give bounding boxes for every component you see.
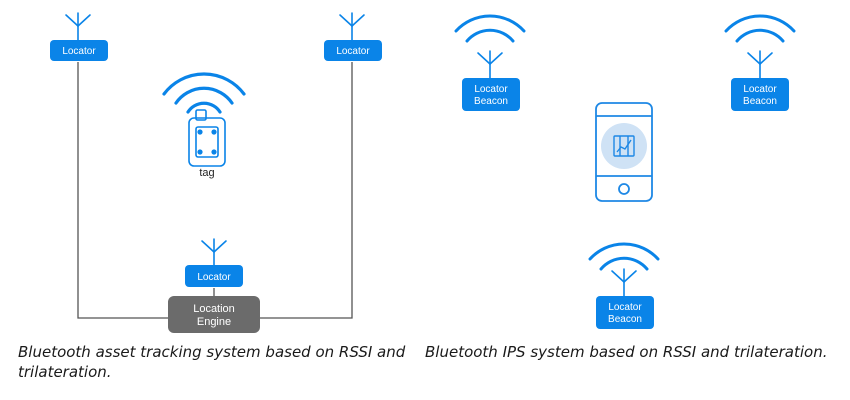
locator-box	[185, 265, 243, 287]
locator-beacon-top-right: Locator Beacon	[724, 14, 796, 111]
locator-beacon-top-left: Locator Beacon	[454, 14, 526, 111]
caption-ips: Bluetooth IPS system based on RSSI and t…	[425, 343, 828, 361]
location-engine: Location Engine	[168, 296, 260, 333]
asset-tracking-diagram: Locator Locator	[50, 12, 382, 333]
wifi-signal-icon	[454, 14, 526, 43]
wire-right	[260, 62, 353, 319]
wifi-signal-icon	[162, 72, 246, 114]
map-icon	[613, 135, 635, 157]
beacon-box	[462, 78, 520, 111]
antenna-icon	[201, 238, 227, 266]
screen-disc	[601, 123, 647, 169]
location-engine-label-line1: Location	[193, 303, 235, 315]
asset-tag-icon	[188, 109, 226, 167]
locator-box	[324, 40, 382, 61]
beacon-label-line2: Beacon	[743, 96, 777, 107]
beacon-box	[596, 296, 654, 329]
caption-asset-tracking: Bluetooth asset tracking system based on…	[18, 343, 406, 381]
locator-label: Locator	[197, 272, 231, 283]
locator-box	[50, 40, 108, 61]
beacon-label-line1: Locator	[743, 84, 777, 95]
beacon-label-line1: Locator	[474, 84, 508, 95]
beacon-box	[731, 78, 789, 111]
antenna-icon	[611, 268, 637, 297]
antenna-icon	[477, 50, 503, 79]
locator-beacon-bottom: Locator Beacon	[588, 242, 660, 329]
smartphone	[595, 102, 653, 202]
wires	[77, 62, 353, 319]
beacon-label-line2: Beacon	[474, 96, 508, 107]
asset-tag: tag	[162, 72, 246, 179]
wire-left	[77, 62, 168, 319]
antenna-icon	[65, 12, 91, 41]
tag-label: tag	[199, 167, 214, 179]
locator-label: Locator	[336, 46, 370, 57]
locator-label: Locator	[62, 46, 96, 57]
locator-top-right: Locator	[324, 12, 382, 61]
wifi-signal-icon	[724, 14, 796, 43]
location-engine-box	[168, 296, 260, 333]
beacon-label-line1: Locator	[608, 302, 642, 313]
antenna-icon	[339, 12, 365, 41]
locator-bottom: Locator	[185, 238, 243, 287]
locator-top-left: Locator	[50, 12, 108, 61]
ips-diagram: Locator Beacon Locator Beacon	[454, 14, 796, 329]
antenna-icon	[747, 50, 773, 79]
location-engine-label-line2: Engine	[197, 316, 231, 328]
wifi-signal-icon	[588, 242, 660, 271]
smartphone-icon	[595, 102, 653, 202]
beacon-label-line2: Beacon	[608, 314, 642, 325]
